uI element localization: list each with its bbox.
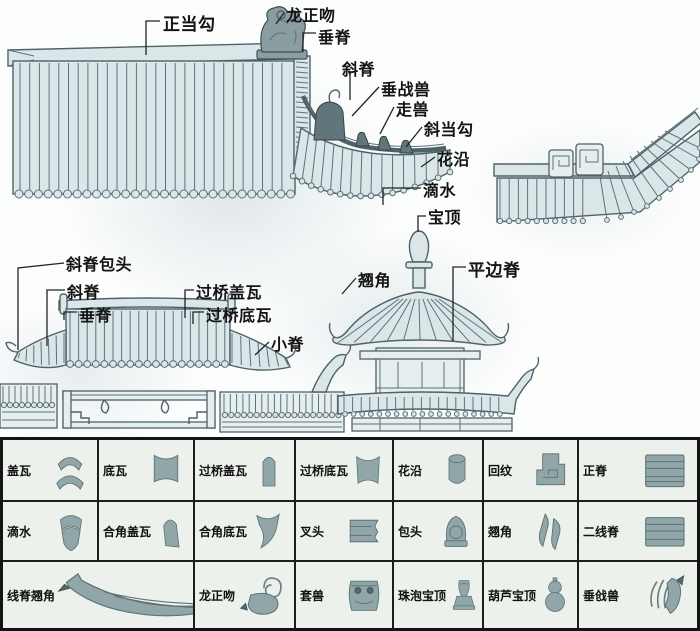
pan-tile-icon <box>153 454 179 483</box>
corner-roof-drawing <box>493 107 700 225</box>
tile-label: 套兽 <box>300 588 325 603</box>
tile-cell-muzzle-beast: 套兽 <box>296 562 392 628</box>
tile-cell-cap-tile: 盖瓦 <box>3 440 97 500</box>
corner-cap-tile-icon <box>163 519 180 548</box>
tile-cell-corner-pan-tile: 合角底瓦 <box>195 502 294 560</box>
tile-cell-floral-eave: 花沿 <box>394 440 482 500</box>
tile-cell-double-line-ridge: 二线脊 <box>579 502 697 560</box>
diagram-label-xiedanggou: 斜当勾 <box>424 120 474 139</box>
tile-cell-upturned-corner: 翘角 <box>484 502 577 560</box>
middle-roof-drawing <box>5 293 297 371</box>
main-ridge-icon <box>645 454 685 488</box>
cap-tile-icon <box>56 457 84 490</box>
tile-label: 翘角 <box>488 524 513 539</box>
pavilion-drawing <box>328 230 540 432</box>
diagram-label-baoding: 宝顶 <box>428 208 462 227</box>
floral-eave-icon <box>448 454 466 484</box>
diagram-label-dishui: 滴水 <box>423 181 457 200</box>
tile-label: 垂戗兽 <box>583 588 620 603</box>
tile-cell-main-ridge: 正脊 <box>579 440 697 500</box>
tile-cell-wrap-head: 包头 <box>394 502 482 560</box>
diagram-label-huayan: 花沿 <box>437 150 471 169</box>
tile-cell-bridge-cap-tile: 过桥盖瓦 <box>195 440 294 500</box>
tile-cell-fork-head: 叉头 <box>296 502 392 560</box>
diagram-label-qiaojiao: 翘角 <box>358 271 392 290</box>
tile-cell-drip-tile: 滴水 <box>3 502 97 560</box>
label-leader-lines <box>17 12 466 356</box>
tile-label: 合角底瓦 <box>199 524 248 539</box>
tile-label: 二线脊 <box>583 524 620 539</box>
line-ridge-corner-icon <box>57 572 193 617</box>
drip-tile-icon <box>60 515 82 552</box>
tile-label: 叉头 <box>300 524 325 539</box>
tile-cell-meander-ornament: 回纹 <box>484 440 577 500</box>
tile-label: 珠泡宝顶 <box>398 588 447 603</box>
roof-diagrams-drawing <box>0 6 700 433</box>
tile-label: 葫芦宝顶 <box>488 588 537 603</box>
pearl-finial-icon <box>452 580 476 610</box>
double-line-ridge-icon <box>645 517 685 547</box>
diagram-label-chuizhanshou: 垂战兽 <box>381 80 431 99</box>
dragon-ornament-drawing <box>256 6 308 60</box>
tile-label: 龙正吻 <box>199 588 236 603</box>
ridge-beast-icon <box>650 574 685 615</box>
diagram-label-guoqiao-gaiwa: 过桥盖瓦 <box>196 283 263 302</box>
corner-pan-tile-icon <box>256 513 280 549</box>
diagram-label-zhengdanggou: 正当勾 <box>163 15 216 35</box>
bridge-cap-tile-icon <box>262 456 276 487</box>
upturned-corner-icon <box>538 513 561 551</box>
tile-label: 花沿 <box>398 463 423 478</box>
muzzle-beast-icon <box>348 580 380 611</box>
meander-ornament-icon <box>536 453 566 486</box>
tile-label: 盖瓦 <box>7 463 32 478</box>
main-roof-drawing <box>7 6 454 200</box>
tile-cell-pearl-finial: 珠泡宝顶 <box>394 562 482 628</box>
fork-head-icon <box>349 519 379 543</box>
tile-label: 底瓦 <box>103 463 128 478</box>
bridge-pan-tile-icon <box>356 455 380 485</box>
tile-label: 包头 <box>398 524 423 539</box>
gourd-finial-icon <box>545 577 565 612</box>
diagram-label-guoqiao-diwa: 过桥底瓦 <box>206 306 273 325</box>
tile-table: 盖瓦 底瓦 过桥盖瓦 过桥底瓦 花沿 回纹 正脊滴水 合角盖瓦 合角底瓦 叉头 包头 翘角 二线脊线脊翘… <box>0 437 700 631</box>
tile-label: 滴水 <box>7 524 32 539</box>
tile-cell-corner-cap-tile: 合角盖瓦 <box>99 502 193 560</box>
diagram-label-xiaoji: 小脊 <box>271 335 305 354</box>
diagram-label-xieji-top: 斜脊 <box>342 60 376 79</box>
tile-cell-bridge-pan-tile: 过桥底瓦 <box>296 440 392 500</box>
diagram-label-xieji-mid: 斜脊 <box>67 283 101 302</box>
tile-label: 线脊翘角 <box>7 588 56 603</box>
wrap-head-icon <box>444 515 468 547</box>
tile-cell-pan-tile: 底瓦 <box>99 440 193 500</box>
wall-segments-drawing <box>0 342 352 433</box>
diagram-label-longzhengwen: 龙正吻 <box>286 6 336 25</box>
tile-label: 过桥底瓦 <box>300 463 349 478</box>
tile-cell-line-ridge-corner: 线脊翘角 <box>3 562 193 628</box>
tile-cell-gourd-finial: 葫芦宝顶 <box>484 562 577 628</box>
tile-cell-dragon-mouth: 龙正吻 <box>195 562 294 628</box>
dragon-mouth-icon <box>239 577 282 615</box>
diagram-label-chuiji-top: 垂脊 <box>318 28 352 47</box>
tile-label: 过桥盖瓦 <box>199 463 248 478</box>
tile-label: 正脊 <box>583 463 608 478</box>
tile-cell-ridge-beast: 垂戗兽 <box>579 562 697 628</box>
tile-label: 合角盖瓦 <box>103 524 152 539</box>
diagram-label-xieji-baotou: 斜脊包头 <box>66 255 133 274</box>
diagram-label-zoushou: 走兽 <box>396 100 430 119</box>
tile-label: 回纹 <box>488 463 513 478</box>
diagram-label-chuiji-mid: 垂脊 <box>79 306 113 325</box>
diagram-label-pingbianji: 平边脊 <box>468 261 521 281</box>
